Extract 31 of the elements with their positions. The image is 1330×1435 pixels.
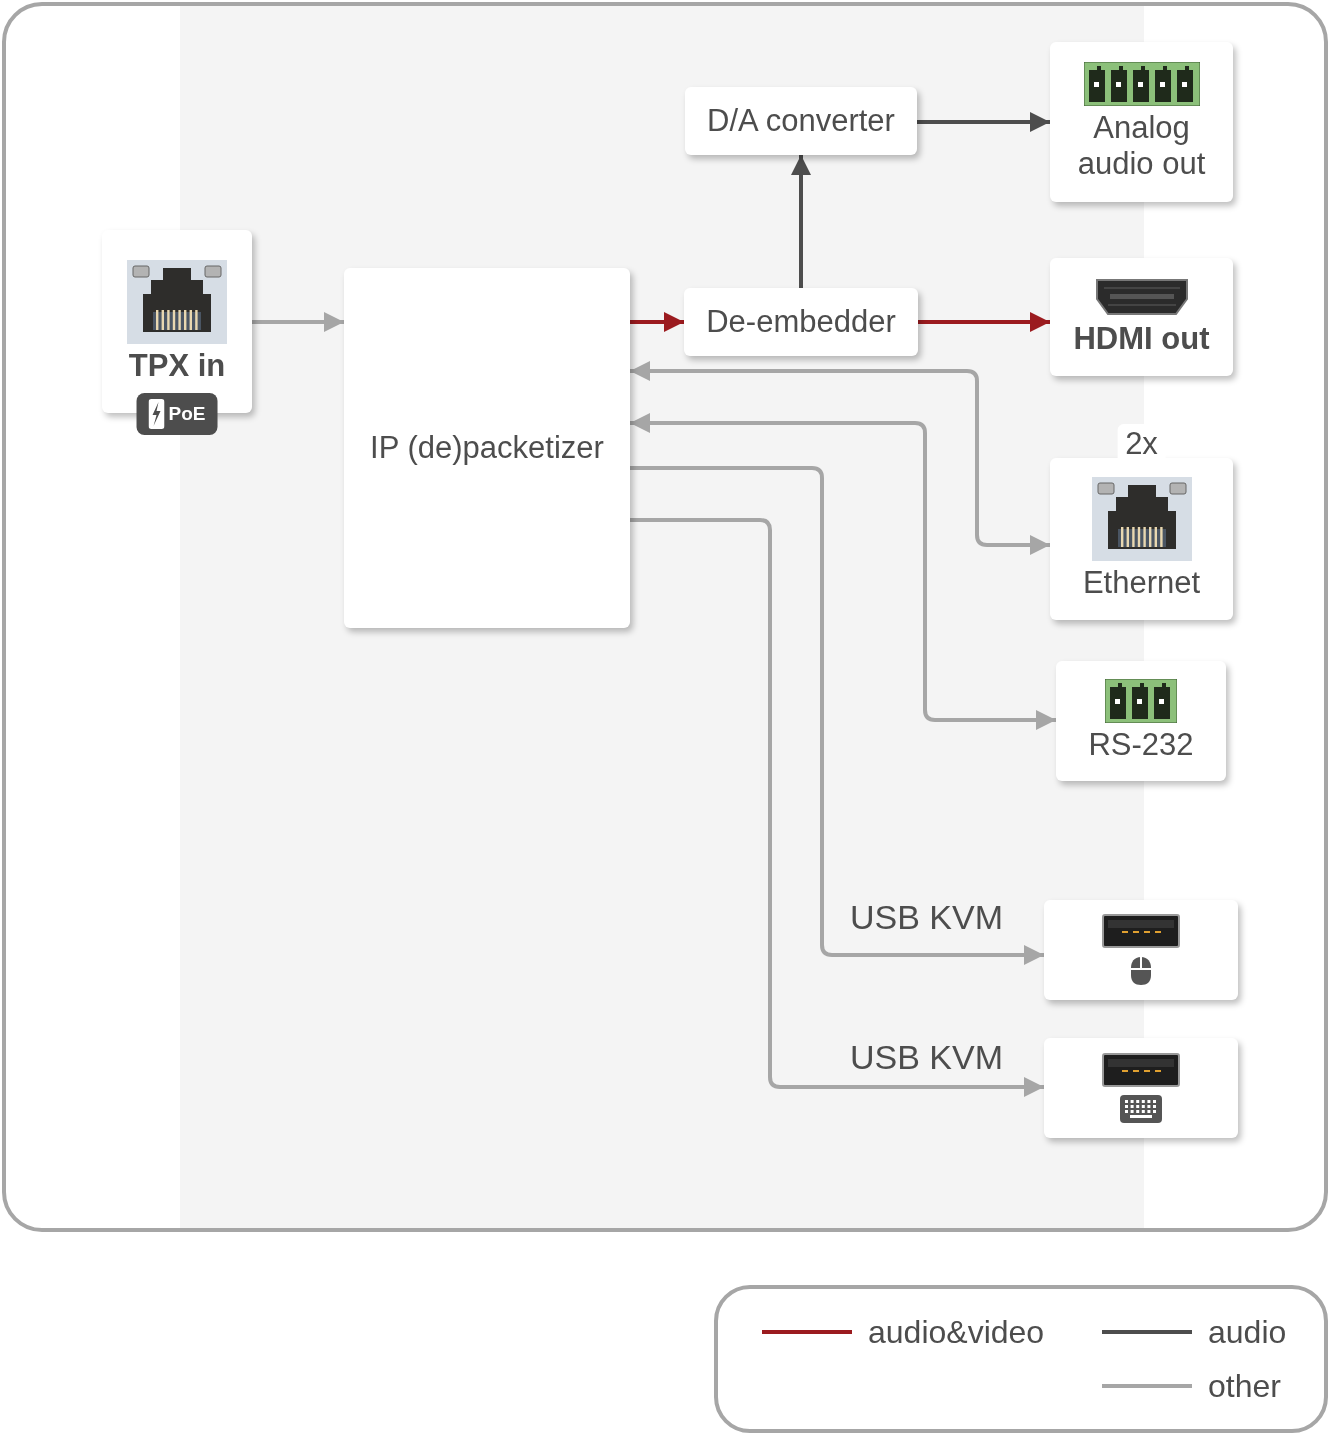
- legend-label: audio&video: [868, 1316, 1045, 1348]
- arrow: [791, 155, 811, 288]
- port-card: [1044, 1038, 1238, 1138]
- edge-label: USB KVM: [850, 1040, 1004, 1074]
- legend-label: other: [1208, 1370, 1281, 1402]
- edge-label: USB KVM: [850, 900, 1004, 934]
- process-box: [684, 288, 918, 356]
- arrow: [630, 413, 1056, 730]
- node-label: RS-232: [1088, 727, 1194, 763]
- legend-label: audio: [1208, 1316, 1287, 1348]
- port-card: [1056, 661, 1226, 781]
- process-box: [685, 87, 917, 155]
- poe-badge: PoE: [136, 393, 218, 435]
- arrow: [630, 361, 1050, 555]
- node-label: De-embedder: [706, 304, 896, 340]
- arrow: [630, 466, 1044, 965]
- node-label: HDMI out: [1073, 321, 1210, 357]
- arrow: [630, 312, 684, 332]
- arrow: [918, 312, 1050, 332]
- node-label: IP (de)packetizer: [370, 430, 604, 466]
- arrow: [917, 112, 1050, 132]
- port-card: [1050, 258, 1233, 376]
- node-label: TPX in: [128, 347, 226, 384]
- node-label: Ethernet: [1082, 565, 1201, 601]
- arrow: [252, 312, 344, 332]
- process-box: [344, 268, 630, 628]
- node-label: Analog audio out: [1076, 110, 1207, 182]
- port-card: [1044, 900, 1238, 1000]
- arrow: [630, 518, 1044, 1097]
- node-label: D/A converter: [707, 103, 895, 139]
- port-card: [1050, 42, 1233, 202]
